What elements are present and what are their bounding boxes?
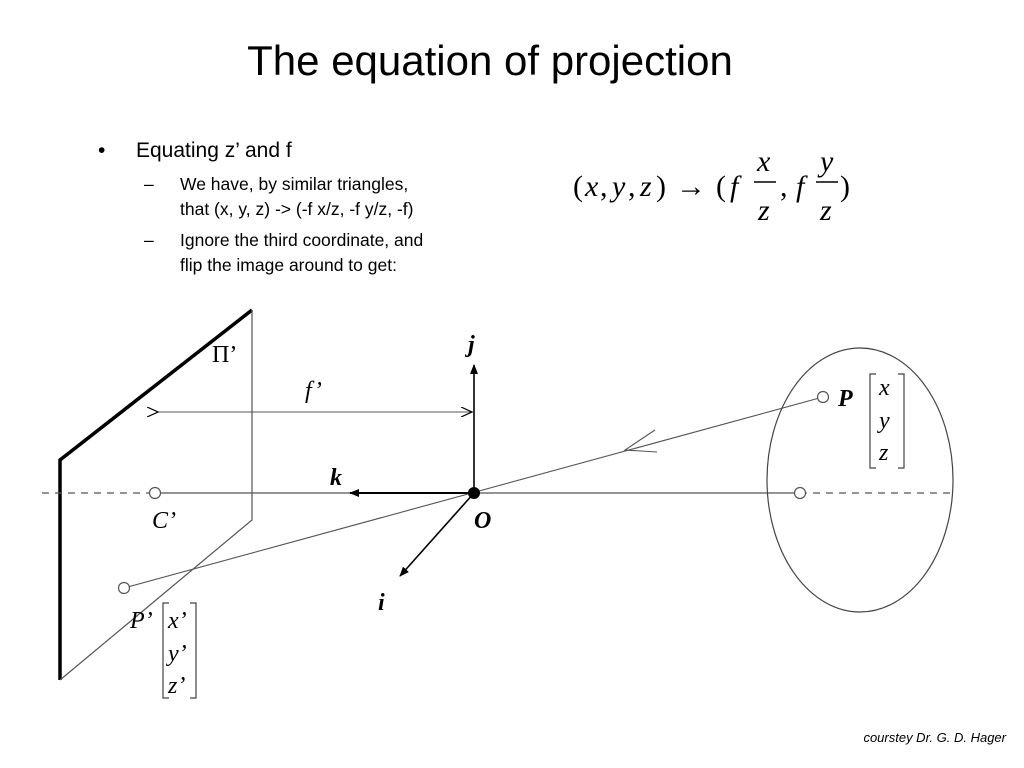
bullet-symbol: •: [98, 139, 106, 162]
vector-p-x: x: [878, 375, 890, 401]
image-center-label: C’: [152, 508, 176, 534]
vector-p-prime-x: x’: [167, 608, 187, 634]
point-p-prime-label: P’: [129, 608, 153, 634]
formula-open-paren: (: [573, 170, 583, 203]
object-axis-point: [793, 486, 807, 500]
formula-f-2: f: [796, 170, 808, 203]
vector-p-prime-y: y’: [166, 641, 187, 667]
bullet-main-text: Equating z’ and f: [136, 139, 292, 162]
sub-bullet-1-line2: that (x, y, z) -> (-f x/z, -f y/z, -f): [180, 199, 414, 219]
credit-text: courstey Dr. G. D. Hager: [863, 730, 1006, 745]
dash-symbol: –: [144, 230, 154, 250]
ray-direction-arrow: [623, 429, 658, 453]
projection-formula: ( x , y , z ) → ( f x z , f y z ): [573, 145, 850, 227]
vector-p-left-bracket: [869, 373, 876, 469]
sub-bullet-2: – Ignore the third coordinate, and flip …: [98, 228, 518, 278]
formula-z: z: [639, 170, 652, 203]
axis-i-arrow: [399, 492, 475, 577]
formula-y: y: [609, 170, 626, 203]
formula-arrow: →: [676, 170, 706, 203]
vector-p-right-bracket: [898, 373, 905, 469]
formula-denominator-z-2: z: [819, 194, 832, 227]
formula-numerator-y: y: [817, 145, 834, 178]
axis-j-label: j: [464, 332, 475, 358]
formula-comma-2: ,: [628, 170, 636, 203]
image-plane-thin-edge: [59, 310, 253, 681]
origin-point: [468, 487, 480, 499]
formula-close-paren-2: ): [840, 170, 850, 203]
focal-label: f’: [305, 378, 322, 404]
bullet-list: • Equating z’ and f – We have, by simila…: [98, 138, 518, 284]
object-ellipse: [766, 347, 954, 613]
vector-p-z: z: [878, 440, 889, 466]
point-p-label: P: [837, 386, 853, 412]
sub-bullet-2-line1: Ignore the third coordinate, and: [180, 230, 424, 250]
sub-bullet-1: – We have, by similar triangles, that (x…: [98, 172, 518, 222]
axis-i-label: i: [378, 590, 385, 616]
slide-title: The equation of projection: [247, 37, 733, 84]
formula-comma-1: ,: [600, 170, 608, 203]
formula-close-paren: ): [656, 170, 666, 203]
formula-open-paren-2: (: [716, 170, 726, 203]
origin-label: O: [474, 508, 491, 534]
formula-f-1: f: [730, 170, 742, 203]
vector-p-prime-left-bracket: [162, 602, 169, 699]
formula-numerator-x: x: [756, 145, 771, 178]
vector-p-prime-z: z’: [167, 673, 185, 699]
image-plane-bold-edge: [58, 308, 254, 680]
formula-comma-3: ,: [780, 170, 788, 203]
formula-denominator-z-1: z: [757, 194, 770, 227]
vector-p-prime-right-bracket: [190, 602, 197, 699]
vector-p-y: y: [877, 408, 890, 434]
plane-label: Π’: [212, 342, 237, 368]
axis-k-label: k: [330, 465, 342, 491]
formula-x: x: [584, 170, 599, 203]
point-p: [816, 390, 830, 404]
point-p-prime: [117, 581, 131, 595]
sub-bullet-1-line1: We have, by similar triangles,: [180, 174, 409, 194]
sub-bullet-2-line2: flip the image around to get:: [180, 255, 397, 275]
dash-symbol: –: [144, 174, 154, 194]
bullet-main: • Equating z’ and f: [98, 138, 518, 164]
image-center-point: [148, 486, 162, 500]
